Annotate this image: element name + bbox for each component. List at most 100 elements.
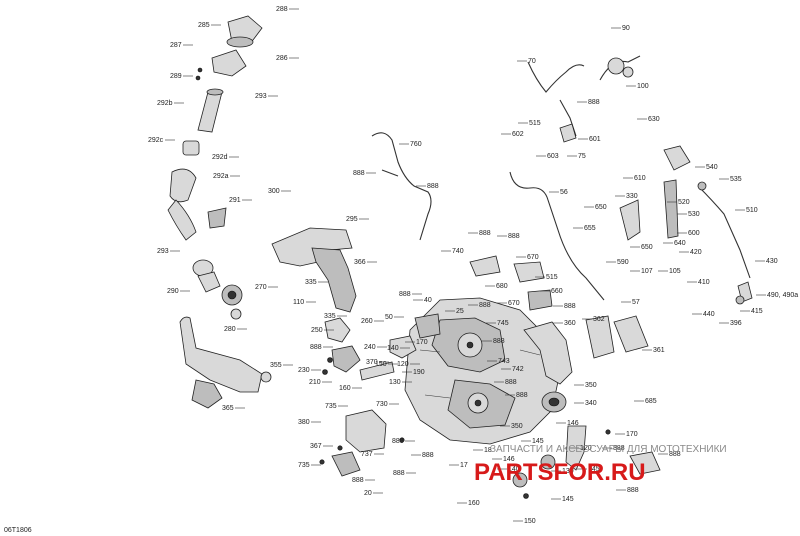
heat-shield-plate (179, 227, 357, 409)
callout-labels: 288285286287289293292b292c292d292a291293… (148, 6, 798, 525)
callout-c17: 17 (460, 462, 468, 469)
callout-c292c: 292c (148, 137, 164, 144)
callout-c660: 660 (551, 288, 563, 295)
callout-c490: 490, 490a (767, 292, 798, 299)
callout-c888b: 888 (399, 291, 411, 298)
callout-c650b: 650 (641, 244, 653, 251)
callout-c888h: 888 (352, 477, 364, 484)
callout-c18: 18 (484, 447, 492, 454)
callout-c130: 130 (389, 379, 401, 386)
right-sensors (559, 57, 753, 305)
diagram-reference: 06T1806 (4, 527, 32, 534)
callout-c730: 730 (376, 401, 388, 408)
callout-c888q: 888 (627, 487, 639, 494)
callout-c888g: 888 (393, 470, 405, 477)
callout-c170: 170 (416, 339, 428, 346)
callout-c145a: 145 (532, 438, 544, 445)
callout-c20: 20 (364, 490, 372, 497)
callout-c670b: 670 (508, 300, 520, 307)
callout-c170b: 170 (626, 431, 638, 438)
callout-c685: 685 (645, 398, 657, 405)
callout-c280: 280 (224, 326, 236, 333)
callout-c230: 230 (298, 367, 310, 374)
callout-c380: 380 (298, 419, 310, 426)
callout-c600: 600 (688, 230, 700, 237)
callout-c888f: 888 (422, 452, 434, 459)
callout-c603: 603 (547, 153, 559, 160)
callout-c888i: 888 (479, 230, 491, 237)
callout-c146b: 146 (503, 456, 515, 463)
callout-c190: 190 (413, 369, 425, 376)
callout-c291: 291 (229, 197, 241, 204)
callout-c742: 742 (512, 366, 524, 373)
callout-c370: 370 (366, 359, 378, 366)
callout-c145b: 145 (588, 466, 600, 473)
callout-c130b: 130 (562, 468, 574, 475)
callout-c145c: 145 (562, 496, 574, 503)
callout-c650a: 650 (595, 204, 607, 211)
callout-c160b: 160 (468, 500, 480, 507)
callout-c25: 25 (456, 308, 464, 315)
callout-c602: 602 (512, 131, 524, 138)
callout-c288: 288 (276, 6, 288, 13)
callout-c888d: 888 (427, 183, 439, 190)
callout-c350b: 350 (511, 423, 523, 430)
callout-c367: 367 (310, 443, 322, 450)
callout-c655: 655 (584, 225, 596, 232)
callout-c75: 75 (578, 153, 586, 160)
callout-c740: 740 (452, 248, 464, 255)
callout-c515: 515 (546, 274, 558, 281)
callout-c293b: 293 (157, 248, 169, 255)
callout-c640: 640 (674, 240, 686, 247)
callout-c289: 289 (170, 73, 182, 80)
callout-c57: 57 (632, 299, 640, 306)
callout-c535: 535 (730, 176, 742, 183)
callout-c888o: 888 (516, 392, 528, 399)
callout-c737: 737 (361, 451, 373, 458)
callout-c340: 340 (585, 400, 597, 407)
left-brackets (322, 313, 441, 381)
callout-c150b: 150 (524, 518, 536, 525)
callout-c240: 240 (364, 344, 376, 351)
callout-c366: 366 (354, 259, 366, 266)
callout-c888l: 888 (564, 303, 576, 310)
callout-c670a: 670 (527, 254, 539, 261)
callout-c210: 210 (309, 379, 321, 386)
callout-c888k: 888 (479, 302, 491, 309)
callout-c335a: 335 (305, 279, 317, 286)
callout-c888j: 888 (508, 233, 520, 240)
callout-c90: 90 (622, 25, 630, 32)
callout-c105: 105 (669, 268, 681, 275)
callout-c590: 590 (617, 259, 629, 266)
callout-c350a: 350 (585, 382, 597, 389)
callout-c601: 601 (589, 136, 601, 143)
callout-c743: 743 (498, 358, 510, 365)
callout-c888n: 888 (505, 379, 517, 386)
callout-c530: 530 (688, 211, 700, 218)
callout-c120: 120 (397, 361, 409, 368)
callout-c290: 290 (167, 288, 179, 295)
callout-c110: 110 (293, 299, 304, 306)
callout-c610: 610 (634, 175, 646, 182)
callout-c735a: 735 (325, 403, 337, 410)
lower-left-mounts (319, 409, 405, 477)
callout-c415: 415 (751, 308, 763, 315)
callout-c335b: 335 (324, 313, 336, 320)
callout-c140: 140 (387, 345, 399, 352)
callout-c330: 330 (626, 193, 638, 200)
callout-c160a: 160 (339, 385, 351, 392)
callout-c250: 250 (311, 327, 323, 334)
callout-c285: 285 (198, 22, 210, 29)
callout-c520: 520 (678, 199, 690, 206)
callout-c56: 56 (560, 189, 568, 196)
callout-c888e: 888 (392, 438, 404, 445)
callout-c888m: 888 (493, 338, 505, 345)
callout-c888p: 888 (613, 445, 625, 452)
callout-c745: 745 (497, 320, 509, 327)
callout-c540: 540 (706, 164, 718, 171)
callout-c40: 40 (424, 297, 432, 304)
callout-c150: 150 (375, 361, 387, 368)
callout-c260: 260 (361, 318, 373, 325)
callout-c888a: 888 (310, 344, 322, 351)
callout-c146: 146 (567, 420, 579, 427)
